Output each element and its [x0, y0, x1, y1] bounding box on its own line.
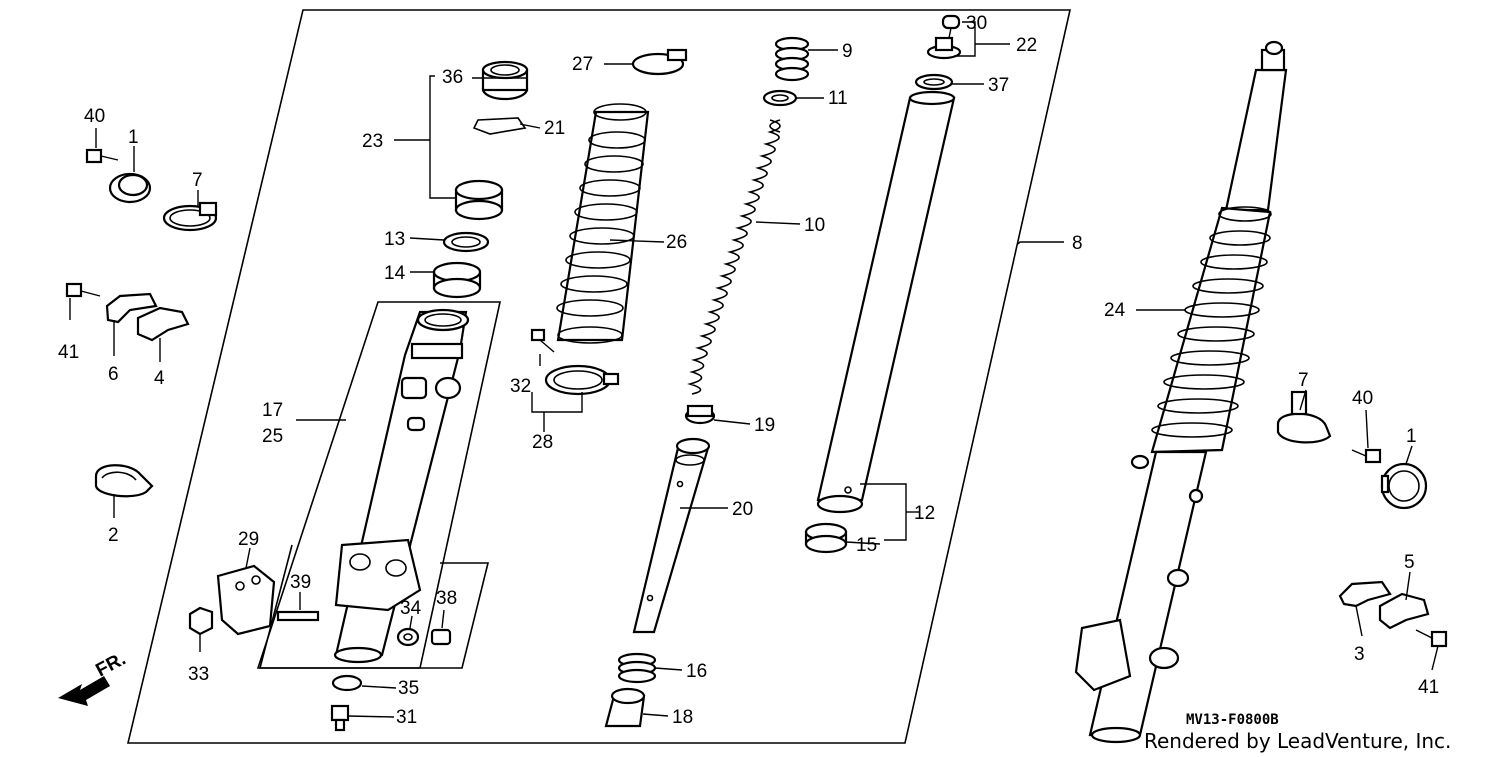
label-21: 21	[544, 118, 565, 139]
fork-cap-22[interactable]	[926, 36, 962, 60]
label-30: 30	[966, 13, 987, 34]
bolt-41[interactable]	[65, 282, 101, 298]
bracket-4[interactable]	[136, 306, 190, 342]
rebound-spring-16[interactable]	[617, 652, 657, 684]
slider-17-25[interactable]	[333, 308, 470, 664]
oil-lock-piece-18[interactable]	[604, 687, 646, 728]
label-8: 8	[1072, 233, 1083, 254]
label-10: 10	[804, 215, 825, 236]
label-7-right: 7	[1298, 370, 1309, 391]
bolt-40-right[interactable]	[1351, 448, 1382, 464]
slider-bushing-15[interactable]	[804, 522, 848, 554]
bolt-41-right[interactable]	[1415, 629, 1448, 648]
label-23: 23	[362, 131, 383, 152]
label-28: 28	[532, 432, 553, 453]
clamp-27[interactable]	[631, 48, 688, 76]
fork-spring-10[interactable]	[687, 119, 781, 395]
label-34: 34	[400, 598, 422, 619]
bracket-3[interactable]	[1338, 580, 1392, 608]
axle-holder-29[interactable]	[216, 564, 276, 636]
label-14: 14	[384, 263, 406, 284]
label-41-right: 41	[1418, 677, 1439, 698]
label-25: 25	[262, 426, 283, 447]
clamp-7[interactable]	[162, 201, 218, 232]
label-15: 15	[856, 535, 877, 556]
direction-label: FR.	[92, 649, 129, 682]
strap-2[interactable]	[94, 464, 154, 498]
o-ring-37[interactable]	[914, 73, 954, 91]
diagram-code: MV13-F0800B	[1186, 712, 1279, 728]
washer-35[interactable]	[331, 674, 363, 692]
spacer-spring-9[interactable]	[774, 36, 810, 82]
nut-33[interactable]	[188, 606, 214, 636]
label-12: 12	[914, 503, 935, 524]
label-19: 19	[754, 415, 775, 436]
label-29: 29	[238, 529, 259, 550]
label-41: 41	[58, 342, 79, 363]
label-36: 36	[442, 67, 463, 88]
label-26: 26	[666, 232, 687, 253]
label-37: 37	[988, 75, 1009, 96]
label-7: 7	[192, 170, 203, 191]
label-2: 2	[108, 525, 119, 546]
label-20: 20	[732, 499, 753, 520]
label-32: 32	[510, 376, 531, 397]
label-1: 1	[128, 127, 139, 148]
label-31: 31	[396, 707, 417, 728]
label-13: 13	[384, 229, 405, 250]
clamp-7-right[interactable]	[1276, 390, 1332, 444]
bracket-5[interactable]	[1378, 592, 1430, 630]
label-35: 35	[398, 678, 419, 699]
bolt-38[interactable]	[430, 628, 452, 646]
label-17: 17	[262, 400, 283, 421]
leader-lines	[69, 21, 1439, 718]
washer-34[interactable]	[396, 627, 420, 647]
damper-rod-20[interactable]	[632, 437, 711, 634]
label-40: 40	[84, 106, 105, 127]
front-direction-arrow: FR.	[58, 649, 129, 706]
bracket-6[interactable]	[105, 292, 158, 324]
screw-32[interactable]	[530, 328, 555, 353]
label-39: 39	[290, 572, 311, 593]
bushing-23[interactable]	[454, 179, 504, 221]
label-1-right: 1	[1406, 426, 1417, 447]
label-24: 24	[1104, 300, 1126, 321]
slider-subframe-lower	[258, 544, 490, 669]
bolt-31[interactable]	[330, 704, 350, 732]
clip-21[interactable]	[472, 117, 527, 135]
part-labels: 40 1 7 41 6 4 2 17 25 29 39 33 34 38 35 …	[58, 13, 1439, 728]
credit-text: Rendered by LeadVenture, Inc.	[1144, 729, 1451, 753]
fork-tube-12[interactable]	[816, 90, 956, 514]
label-11: 11	[828, 88, 848, 109]
label-33: 33	[188, 664, 209, 685]
label-22: 22	[1016, 35, 1037, 56]
label-5: 5	[1404, 552, 1415, 573]
stud-39[interactable]	[276, 610, 320, 622]
piston-ring-19[interactable]	[684, 404, 716, 425]
label-18: 18	[672, 707, 693, 728]
label-3: 3	[1354, 644, 1365, 665]
fork-assembly-24[interactable]	[1074, 40, 1288, 744]
clamp-28[interactable]	[544, 364, 620, 396]
label-27: 27	[572, 54, 593, 75]
washer-11[interactable]	[762, 89, 798, 107]
dust-seal-36[interactable]	[481, 60, 529, 101]
cap-1[interactable]	[108, 172, 152, 204]
washer-13[interactable]	[442, 231, 490, 253]
label-9: 9	[842, 41, 853, 62]
assembly-frame	[126, 9, 1072, 744]
fork-boot-26[interactable]	[556, 103, 650, 344]
oil-seal-14[interactable]	[432, 261, 482, 299]
cap-1-right[interactable]	[1380, 462, 1428, 510]
label-40-right: 40	[1352, 388, 1373, 409]
label-6: 6	[108, 364, 119, 385]
fork-bolt-30[interactable]	[941, 14, 961, 39]
label-4: 4	[154, 368, 165, 389]
label-38: 38	[436, 588, 457, 609]
bolt-40[interactable]	[85, 148, 119, 164]
label-16: 16	[686, 661, 707, 682]
